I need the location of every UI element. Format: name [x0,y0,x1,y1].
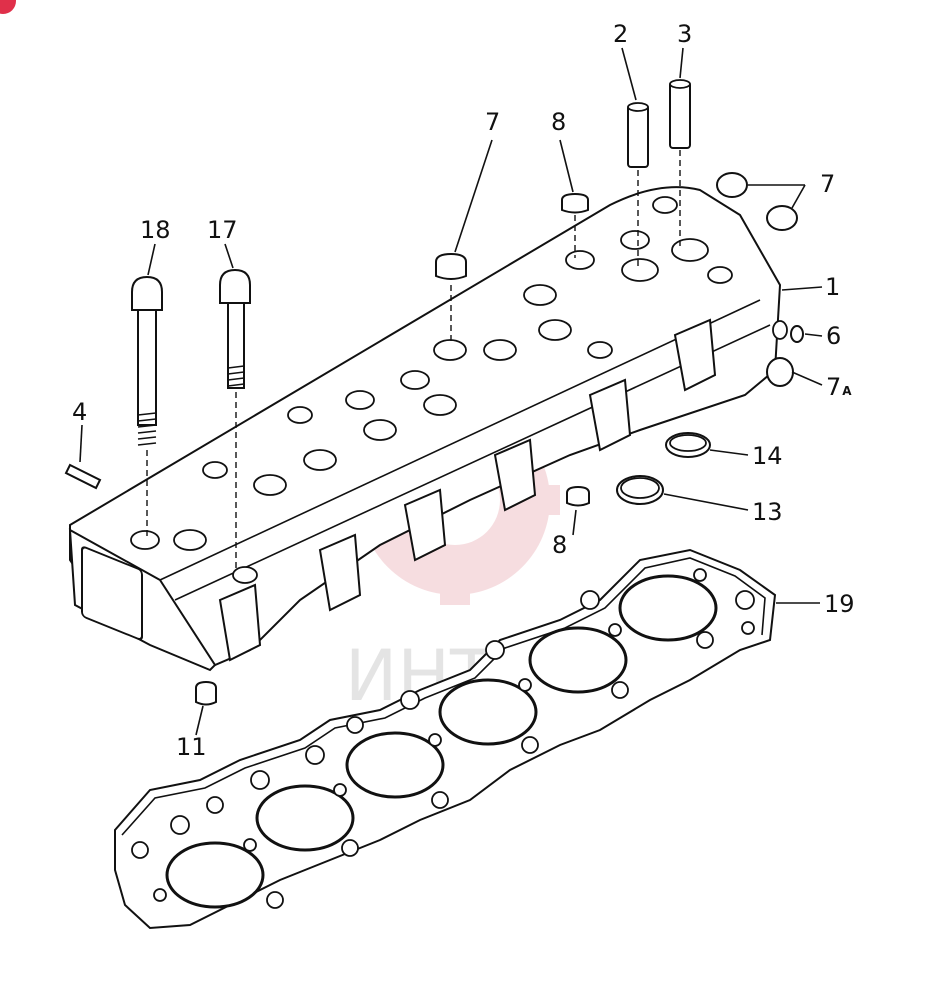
callout-8-top: 8 [551,108,566,136]
callout-7-right: 7 [820,170,835,198]
seal-8-lower [566,485,590,507]
intake-ports [218,318,717,662]
callout-1: 1 [825,273,840,301]
callout-18: 18 [140,216,171,244]
callout-labels: 2 3 7 8 7 1 6 7A 14 13 8 19 11 18 17 4 [72,20,855,761]
callout-13: 13 [752,498,783,526]
seat-ring-14 [665,432,711,458]
stud-4 [64,463,102,490]
head-bolt-17 [219,268,251,570]
valve-guide-2 [627,102,649,270]
leader-lines [79,47,823,736]
plug-7-top [435,252,467,345]
plug-7A [766,357,794,387]
callout-17: 17 [207,216,238,244]
gasket-holes [131,568,755,909]
valve-ports [130,196,733,584]
cylinder-head [68,186,788,672]
callout-19: 19 [824,590,855,618]
callout-2: 2 [613,20,628,48]
callout-6: 6 [826,322,841,350]
plug-6 [790,325,804,343]
head-gasket [114,548,777,930]
plugs-7-right [716,172,798,231]
seal-8-top [561,192,589,258]
callout-11: 11 [176,733,207,761]
dowel-11 [195,680,217,706]
seat-ring-13 [616,475,664,505]
callout-4: 4 [72,398,87,426]
callout-7A: 7A [826,373,852,401]
head-bolt-18 [131,275,163,540]
valve-guide-3 [669,79,691,250]
gasket-bores [165,574,718,909]
callout-3: 3 [677,20,692,48]
callout-8-lower: 8 [552,531,567,559]
callout-14: 14 [752,442,783,470]
callout-7-top: 7 [485,108,500,136]
